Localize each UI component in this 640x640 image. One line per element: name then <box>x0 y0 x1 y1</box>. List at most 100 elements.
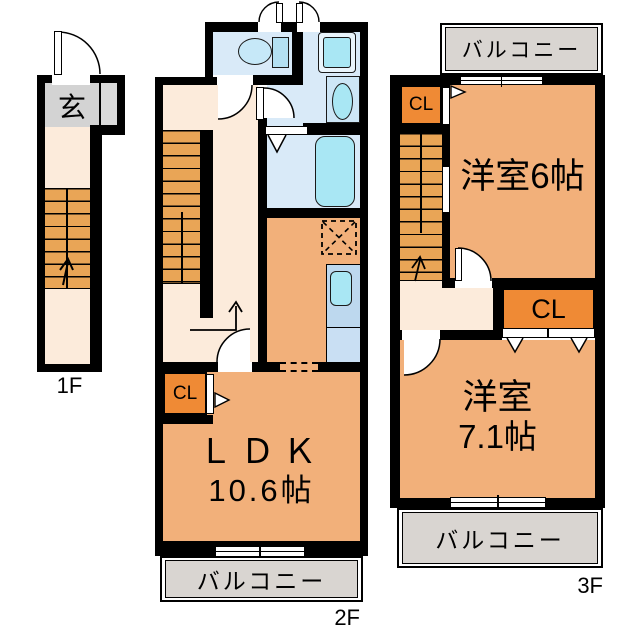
folding-door-divider <box>547 329 549 337</box>
closet-2f-label: CL <box>172 382 198 404</box>
wall-segment <box>390 330 502 340</box>
wall-segment <box>303 123 368 135</box>
washing-machine-icon <box>323 37 351 68</box>
window-sliding <box>450 495 546 510</box>
wall-segment <box>258 118 267 372</box>
door-leaf <box>276 3 283 23</box>
ldk-size-label: 10.6帖 <box>208 472 315 508</box>
floor1-label: 1F <box>56 373 83 398</box>
kitchen-counter-lower <box>327 327 360 362</box>
toilet-door-opening <box>217 75 253 85</box>
bedroom-6-door-leaf <box>455 248 462 281</box>
folding-door-icon <box>570 337 588 354</box>
wall-segment <box>493 278 502 340</box>
wall-segment <box>360 22 368 556</box>
entrance-genkan <box>45 83 99 127</box>
closet-2f <box>163 372 207 415</box>
wall-segment <box>37 75 45 372</box>
hallway-3f <box>400 280 493 330</box>
wall-segment <box>155 415 213 424</box>
door-swing-icon <box>258 1 280 23</box>
stairwell-divider-wall <box>200 130 213 318</box>
door-swing-icon <box>263 87 295 119</box>
wall-segment <box>390 75 400 508</box>
wall-segment <box>318 362 368 372</box>
toilet-tank-icon <box>272 37 289 68</box>
bedroom-7 <box>400 340 595 498</box>
door-swing-icon <box>298 1 320 23</box>
door-opening <box>258 22 281 32</box>
stairs-2f-divider-line <box>181 212 183 284</box>
wall-segment <box>258 208 368 218</box>
door-swing-icon <box>57 31 101 75</box>
bedroom-6-door-opening <box>455 278 492 288</box>
closet-2f-door-leaf <box>206 374 214 414</box>
washroom-door-leaf <box>256 87 264 120</box>
door-opening <box>297 22 320 32</box>
window-sliding <box>460 74 543 87</box>
stairs-1f <box>45 188 90 289</box>
bedroom-6-label: 洋室6帖 <box>460 156 585 196</box>
wall-segment <box>37 364 102 372</box>
stairs-3f-divider-line <box>420 133 422 233</box>
closet-folding-door <box>502 328 595 338</box>
closet-3f-upper-label: CL <box>408 94 434 115</box>
wall-segment <box>90 127 102 372</box>
wall-segment <box>155 77 217 85</box>
kitchen-open-boundary <box>280 362 318 372</box>
door-swing-icon <box>217 84 253 120</box>
closet-3f-upper <box>400 85 442 125</box>
entry-door-opening <box>52 73 90 85</box>
floor2-label: 2F <box>334 605 360 630</box>
stair-arrow-icon <box>190 300 243 331</box>
folding-door-icon <box>267 134 287 154</box>
window-center-tick <box>500 74 503 87</box>
door-swing-icon <box>216 328 251 363</box>
bathtub-icon <box>315 136 355 207</box>
ldk-label: ＬＤＫ <box>198 432 325 471</box>
wall-segment <box>117 75 125 135</box>
floor3-label: 3F <box>577 573 603 598</box>
door-swing-icon <box>457 247 492 282</box>
wall-segment <box>205 22 368 32</box>
wall-segment <box>155 362 218 372</box>
door-leaf <box>296 3 303 23</box>
bedroom-6 <box>450 85 595 278</box>
ldk-door-opening <box>218 362 252 372</box>
wall-segment <box>292 28 303 85</box>
fridge-space-icon <box>321 220 357 255</box>
wall-segment <box>205 22 213 85</box>
genkan-step-line <box>99 83 101 125</box>
wall-segment <box>252 362 280 372</box>
kitchen-sink-icon <box>330 271 352 306</box>
bedroom-7-label: 洋室 <box>462 377 533 417</box>
balcony-3f-lower-floor: バルコニー <box>402 512 598 564</box>
door-swing-icon <box>403 338 441 376</box>
entrance-label: 玄 <box>57 92 86 123</box>
closet-3f-upper-door-leaf <box>442 87 450 125</box>
balcony-3f-upper-floor: バルコニー <box>445 27 598 71</box>
window-center-tick <box>497 495 499 510</box>
balcony-2f-floor: バルコニー <box>165 560 358 598</box>
genkan-step <box>101 83 117 125</box>
folding-door-icon <box>506 337 524 354</box>
wall-segment <box>442 278 605 288</box>
stair-arrow-icon <box>59 257 74 286</box>
wall-segment <box>390 125 450 133</box>
bedroom-7-door-opening <box>402 330 440 340</box>
closet-3f-lower-label: CL <box>531 293 566 324</box>
closet-door-arrow-icon <box>450 84 467 100</box>
wall-segment <box>90 125 125 135</box>
stairwell-rail-gap <box>443 167 449 212</box>
bedroom-7-size-label: 7.1帖 <box>458 418 537 455</box>
stairs-1f-divider-line <box>66 188 68 289</box>
stair-arrow-icon <box>411 255 426 282</box>
wall-segment <box>595 75 605 508</box>
entry-door-leaf <box>54 31 62 75</box>
bath-folding-door <box>265 126 308 135</box>
window-center-tick <box>259 544 261 559</box>
wall-segment <box>253 75 292 85</box>
wall-segment <box>155 77 163 556</box>
washbasin-icon <box>332 83 353 120</box>
